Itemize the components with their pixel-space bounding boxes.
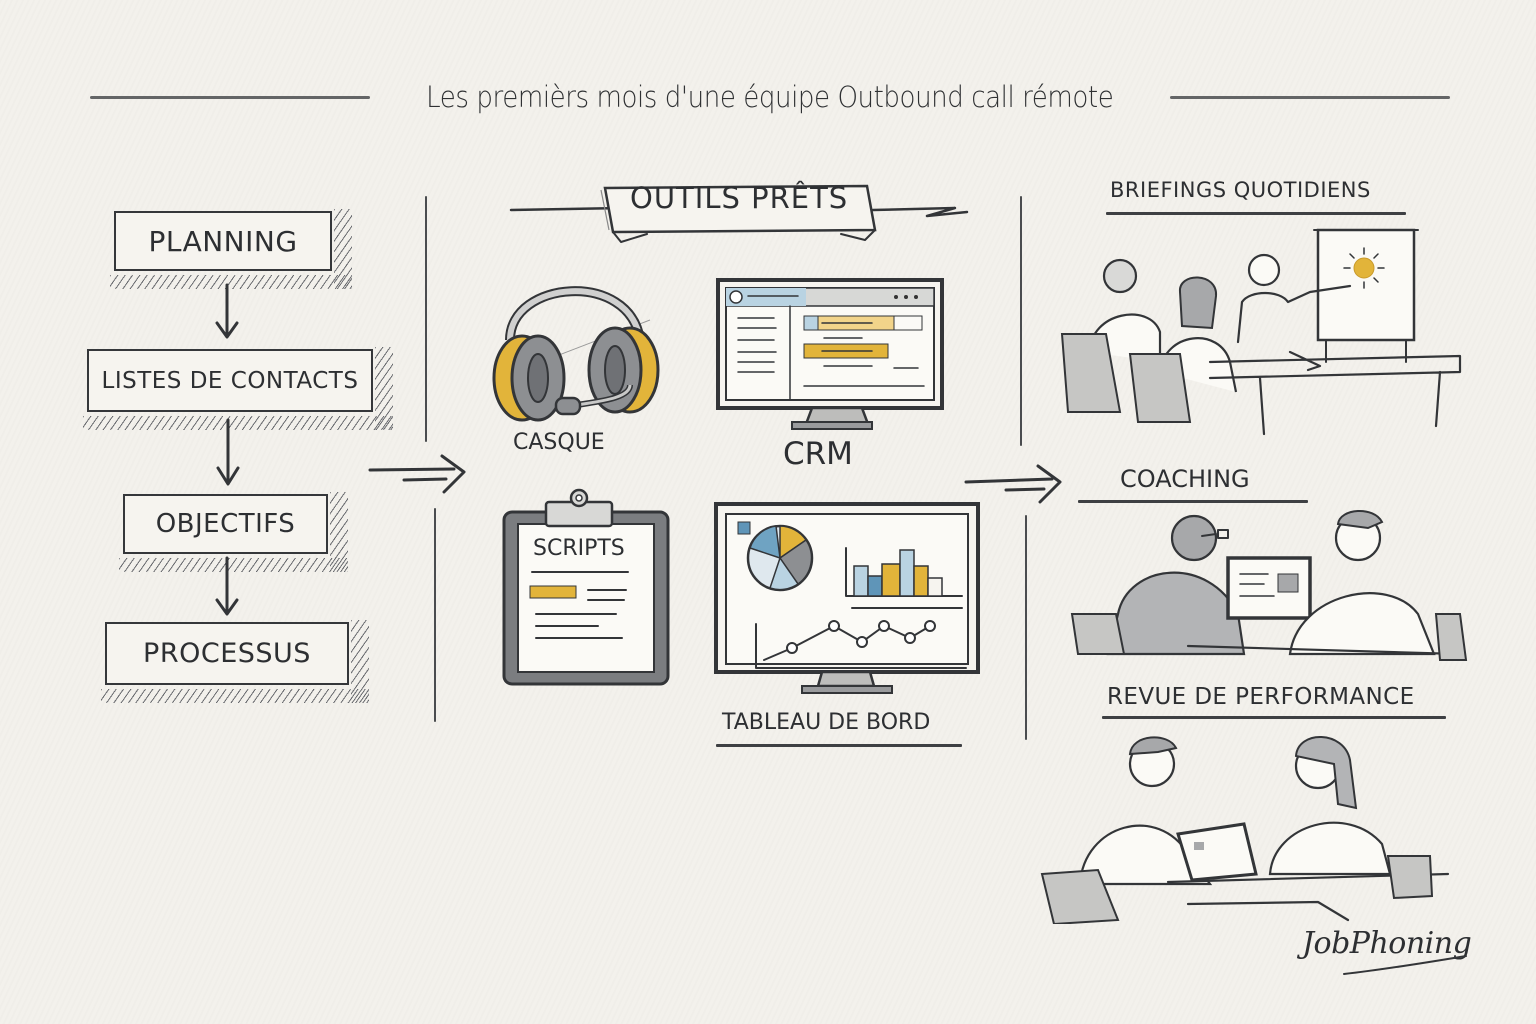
dashboard-monitor-icon [714, 502, 980, 694]
hatch-shadow [351, 620, 369, 703]
step-contact-lists: LISTES DE CONTACTS [83, 347, 393, 430]
tool-label-crm: CRM [783, 436, 853, 472]
step-label: OBJECTIFS [155, 509, 296, 539]
step-objectives: OBJECTIFS [119, 492, 348, 572]
arrow-down-icon [216, 418, 240, 486]
brand-signature: JobPhoning [1302, 926, 1472, 961]
scene-underline [1102, 716, 1446, 719]
crm-monitor-icon [716, 278, 944, 430]
page-title: Les premièrs mois d'une équipe Outbound … [426, 80, 1114, 114]
flow-arrow-right-icon [964, 464, 1062, 504]
hatch-shadow [101, 689, 369, 703]
step-label: PLANNING [148, 224, 298, 258]
banner-ribbon [509, 184, 969, 243]
hatch-shadow [119, 558, 348, 572]
flow-arrow-right-icon [368, 454, 466, 494]
divider-right-top [1020, 196, 1022, 446]
scene-underline [1106, 212, 1406, 215]
headset-icon [492, 286, 660, 422]
divider-left-bottom [434, 508, 436, 722]
banner-title: OUTILS PRÊTS [630, 181, 849, 215]
title-rule-left [90, 95, 371, 99]
hatch-shadow [330, 492, 348, 572]
tool-label-headset: CASQUE [513, 430, 605, 455]
hatch-shadow [110, 275, 352, 289]
title-bar: Les premièrs mois d'une équipe Outbound … [90, 72, 1451, 122]
tool-label-scripts: SCRIPTS [533, 536, 625, 561]
step-label: PROCESSUS [143, 638, 311, 669]
arrow-down-icon [215, 283, 239, 339]
signature-swash [1343, 955, 1467, 975]
tool-label-dashboard: TABLEAU DE BORD [722, 710, 931, 735]
divider-left-top [425, 196, 427, 442]
step-planning: PLANNING [110, 209, 352, 289]
scene-underline [1078, 500, 1308, 503]
clipboard-icon [502, 488, 670, 686]
scene-title-coaching: COACHING [1120, 465, 1250, 493]
step-label: LISTES DE CONTACTS [101, 367, 359, 394]
title-rule-right [1169, 95, 1451, 99]
step-process: PROCESSUS [101, 620, 369, 703]
hatch-shadow [375, 347, 393, 430]
divider-right-bottom [1025, 515, 1027, 740]
team-briefing-illustration [1060, 228, 1462, 436]
hatch-shadow [83, 416, 393, 430]
performance-review-illustration [1040, 736, 1450, 924]
scene-title-performance: REVUE DE PERFORMANCE [1107, 684, 1415, 710]
arrow-down-icon [215, 556, 239, 616]
dashboard-label-underline [716, 744, 962, 747]
scene-title-briefings: BRIEFINGS QUOTIDIENS [1110, 178, 1371, 202]
coaching-illustration [1070, 509, 1468, 661]
hatch-shadow [334, 209, 352, 289]
